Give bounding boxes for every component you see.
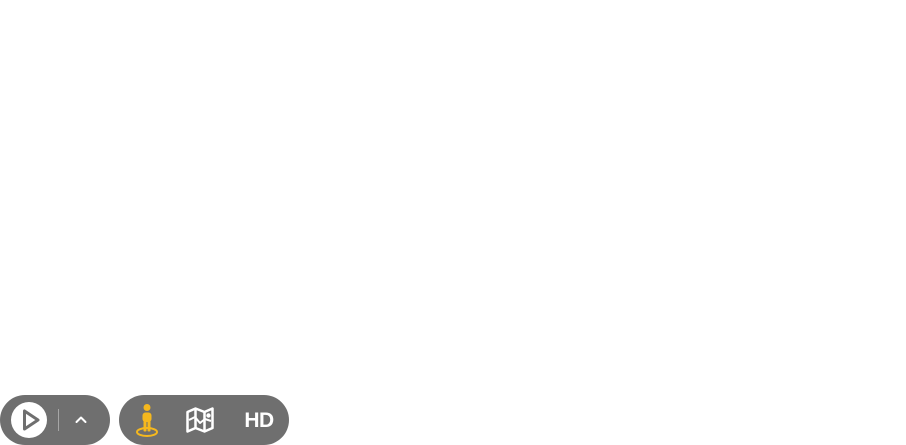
folded-map-icon (186, 407, 214, 433)
hd-label: HD (244, 408, 274, 432)
expand-button[interactable] (69, 408, 93, 432)
playback-control-group (0, 395, 110, 445)
play-button[interactable] (11, 402, 47, 438)
pegman-icon (136, 404, 158, 437)
chevron-up-icon (75, 416, 87, 423)
play-icon (23, 409, 40, 431)
streetview-button[interactable] (131, 395, 163, 445)
view-mode-control-group: HD (119, 395, 289, 445)
control-divider (58, 409, 59, 431)
hd-button[interactable]: HD (239, 395, 279, 445)
map-button[interactable] (185, 395, 215, 445)
